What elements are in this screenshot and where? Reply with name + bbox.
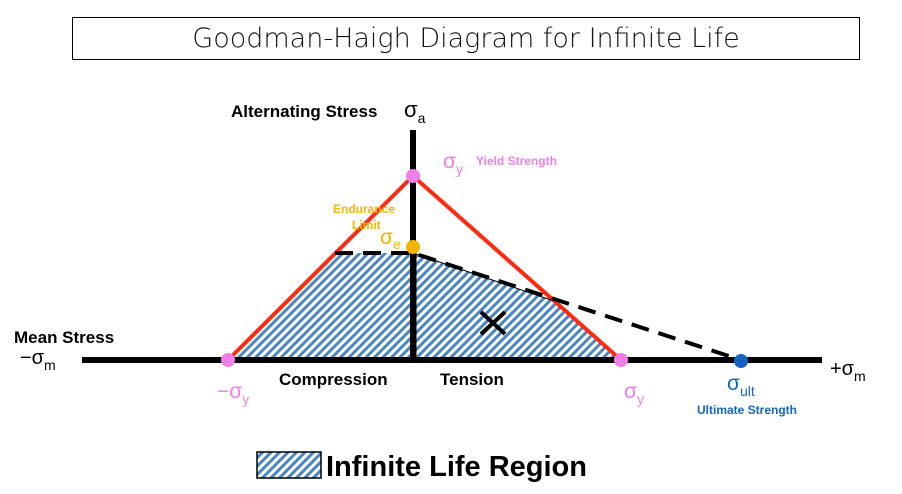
endurance-label-2: Limit <box>352 218 381 232</box>
endurance-point <box>406 240 420 254</box>
x-mark-icon <box>479 310 507 336</box>
sigma-y-top-label: σy <box>443 150 463 177</box>
diagram-title: Goodman-Haigh Diagram for Infinite Life <box>72 17 860 60</box>
ultimate-point <box>734 354 748 368</box>
legend-label: Infinite Life Region <box>326 451 587 483</box>
neg-sigma-m-label: −σm <box>20 347 56 373</box>
legend-swatch <box>256 451 322 479</box>
sigma-a-label: σa <box>404 97 426 126</box>
yield-strength-label: Yield Strength <box>476 154 557 168</box>
goodman-dashed-line <box>335 251 742 362</box>
thin-goodman-line <box>412 252 552 301</box>
ultimate-strength-label: Ultimate Strength <box>697 403 797 417</box>
sigma-y-right-label: σy <box>624 380 644 407</box>
mean-stress-label: Mean Stress <box>14 328 114 347</box>
sigma-ult-label: σult <box>727 372 755 399</box>
neg-yield-point <box>221 353 235 367</box>
alternating-stress-label: Alternating Stress <box>231 102 377 121</box>
pos-sigma-m-label: +σm <box>830 358 866 384</box>
infinite-life-region <box>228 253 621 360</box>
yield-point-right <box>614 353 628 367</box>
tension-label: Tension <box>440 370 504 389</box>
sigma-e-label: σe <box>380 226 401 252</box>
yield-point-top <box>406 169 420 183</box>
compression-label: Compression <box>279 370 388 389</box>
neg-sigma-y-label: −σy <box>217 380 249 407</box>
endurance-label-1: Endurance <box>333 202 395 216</box>
